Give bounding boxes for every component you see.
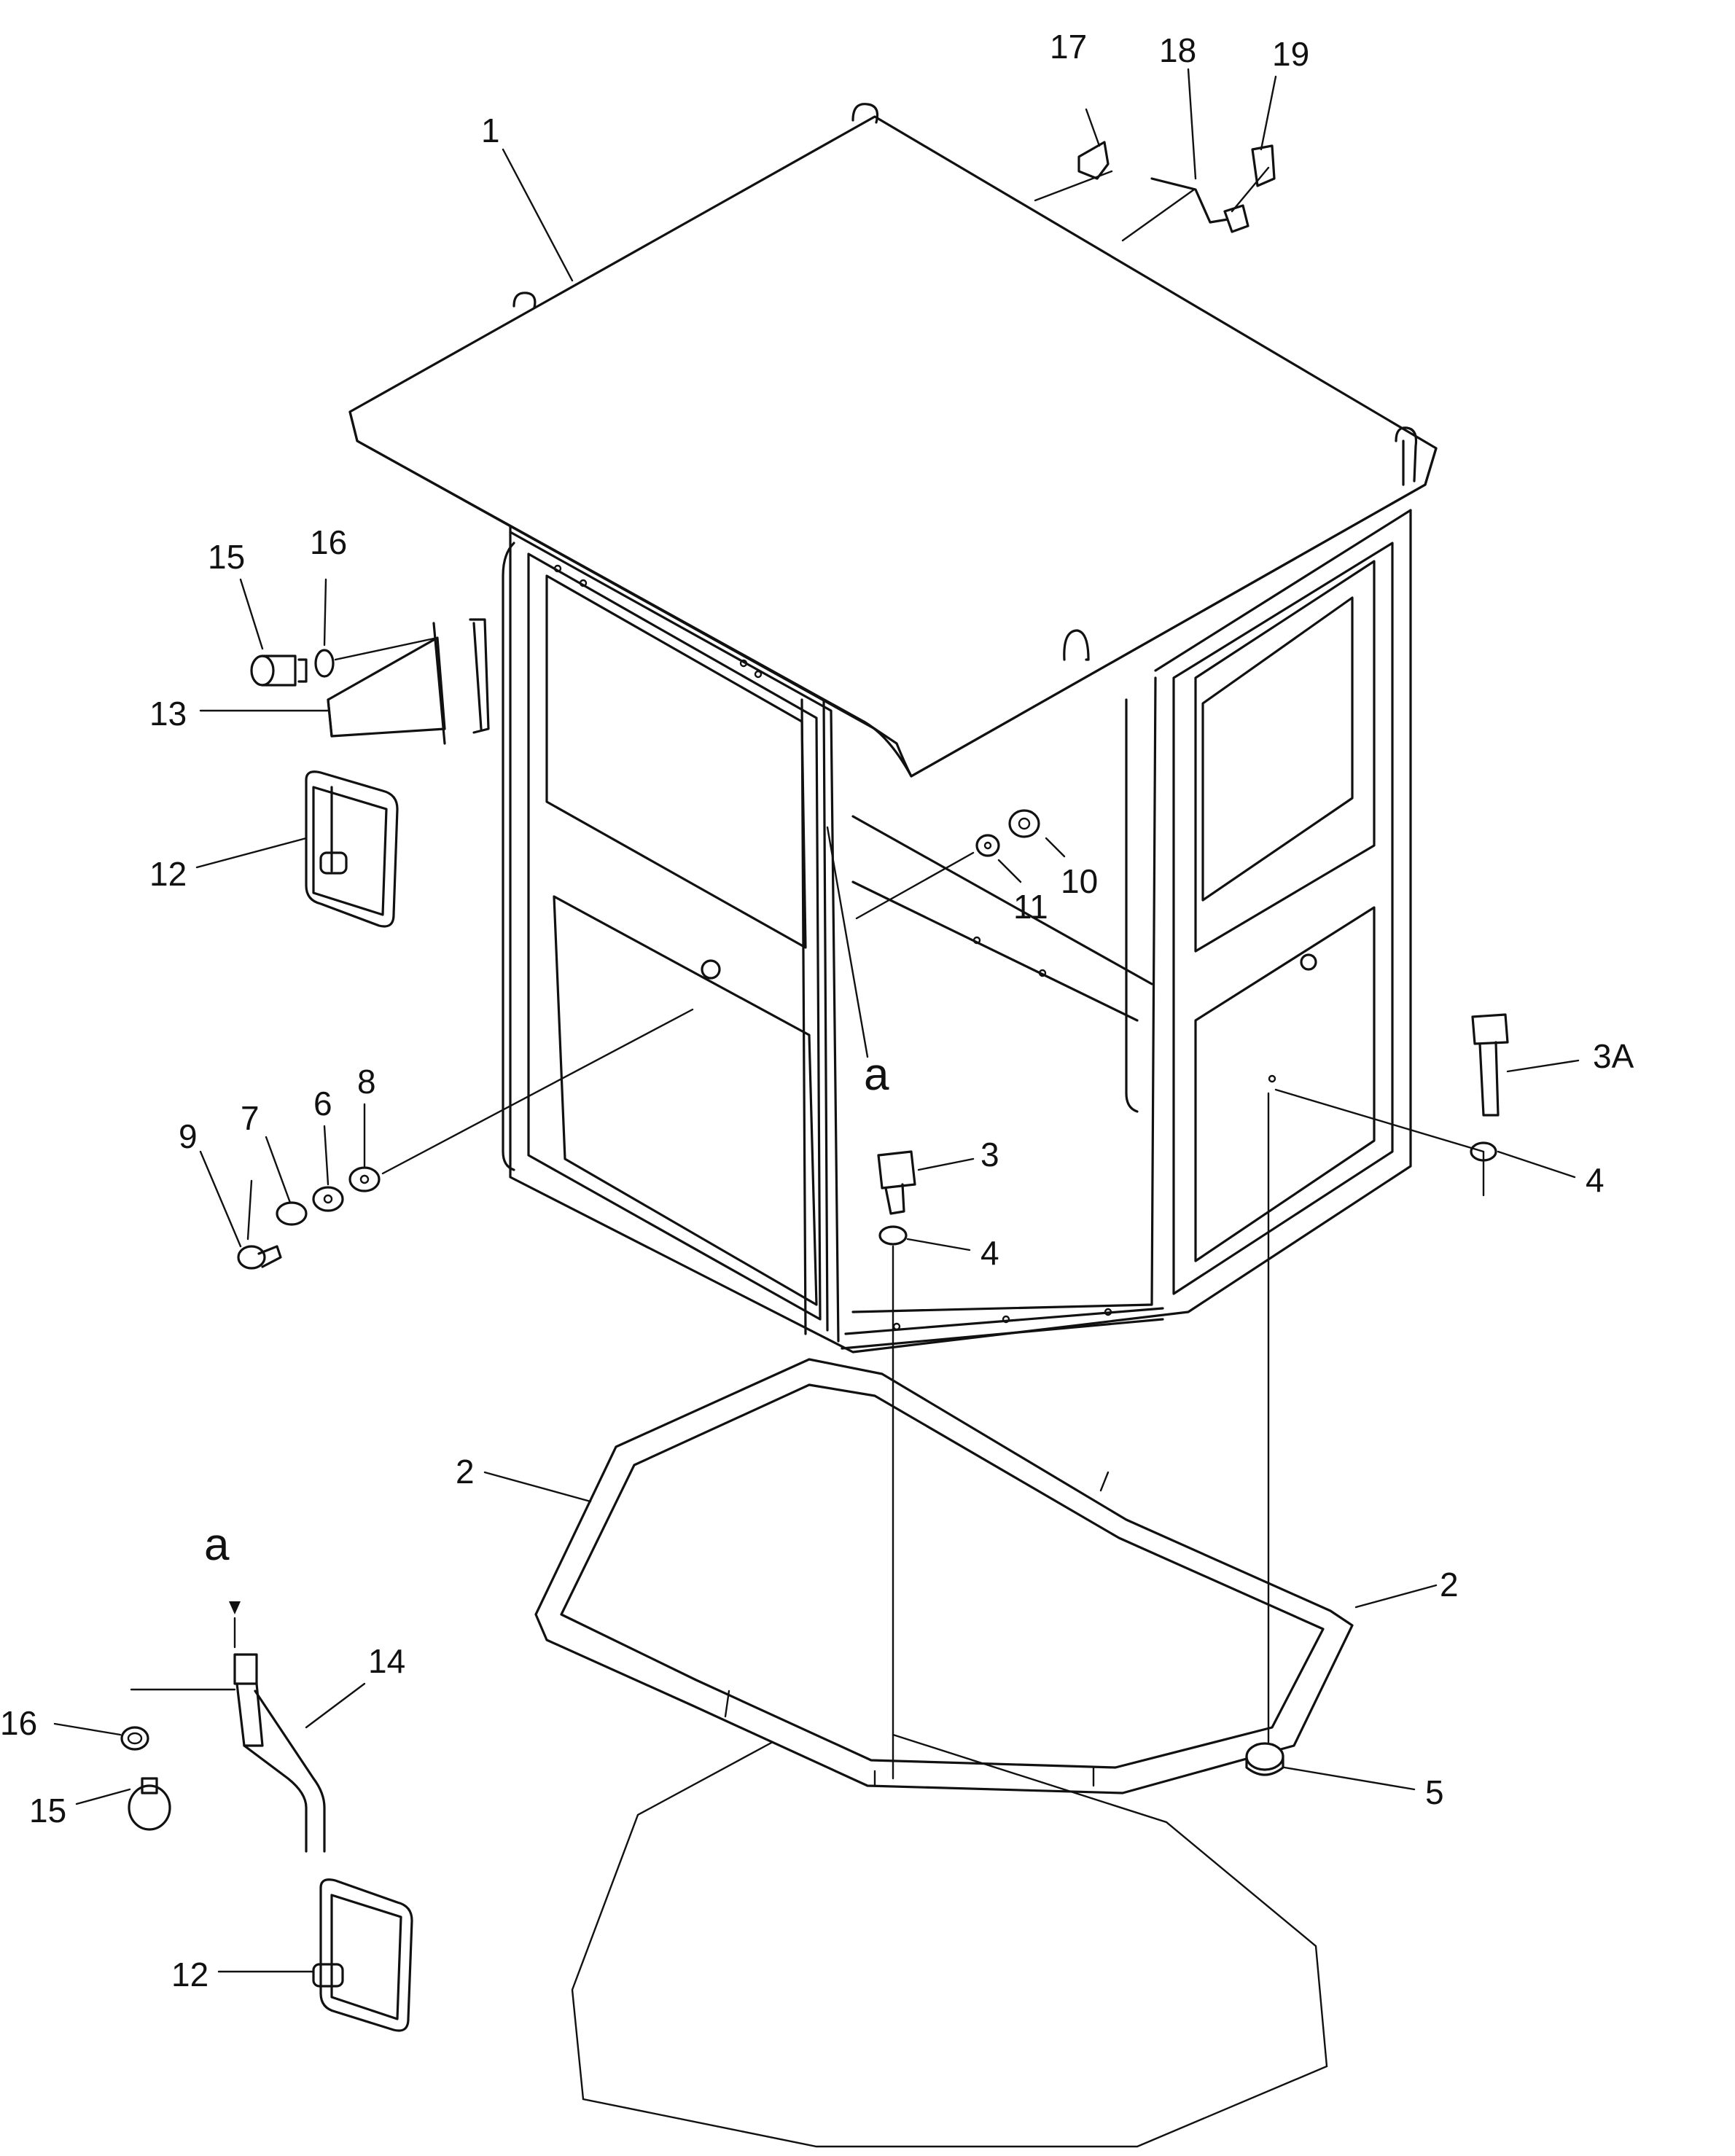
view-marker-a-upper: a [864,1050,889,1100]
leader-lines [53,68,1580,1973]
cab-frame [502,509,1412,1354]
view-marker-a-lower: a [204,1520,230,1570]
bolt-lower [120,1726,171,1831]
callout-3: 3 [980,1136,999,1173]
callout-13: 13 [149,695,187,733]
callout-8: 8 [357,1063,376,1101]
roof-clips [1077,141,1276,233]
floor-outline [571,1733,1328,2148]
callout-16-lower: 16 [0,1704,37,1742]
callout-2-left: 2 [456,1453,475,1491]
nut-5 [1245,1742,1284,1776]
callout-3a: 3A [1593,1037,1634,1075]
callout-4-right: 4 [1586,1161,1605,1199]
callout-7: 7 [241,1099,260,1137]
mirror-assembly-lower [233,1653,413,2032]
callout-17: 17 [1050,28,1087,66]
mirror-assembly-upper [305,618,490,928]
washer-upper [314,649,335,678]
callout-12-lower: 12 [171,1956,208,1993]
callout-6: 6 [313,1085,332,1122]
nut-washer [975,809,1040,857]
callout-18: 18 [1159,31,1196,69]
bolt-3 [877,1150,916,1246]
bolt-3a [1470,1013,1509,1162]
bolt-upper [250,655,308,687]
floor-gasket [534,1358,1354,1794]
callout-10: 10 [1061,862,1098,900]
callout-14: 14 [368,1642,405,1680]
callout-11: 11 [1013,888,1048,926]
callout-19: 19 [1272,35,1309,73]
callout-1: 1 [481,112,500,149]
callout-15-lower: 15 [29,1792,66,1829]
callout-12-upper: 12 [149,855,187,893]
view-arrow [229,1601,241,1614]
callout-2-right: 2 [1440,1566,1459,1604]
plug-parts [237,1166,381,1270]
callout-9: 9 [179,1117,198,1155]
roof-panel [348,103,1438,778]
callout-5: 5 [1425,1773,1444,1811]
callout-16-upper: 16 [310,523,347,561]
callout-4-center: 4 [980,1234,999,1272]
callout-15-upper: 15 [208,538,245,576]
